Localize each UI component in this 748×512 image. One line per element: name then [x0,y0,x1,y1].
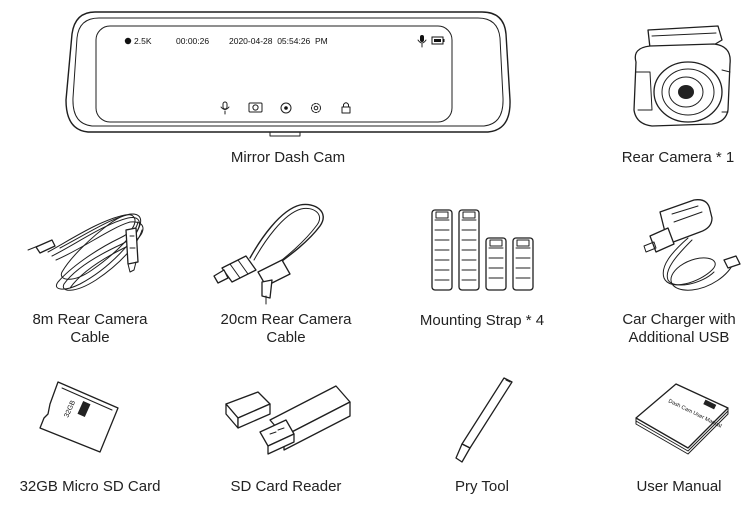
datetime-text: 2020-04-28 05:54:26 PM [229,36,328,46]
20cm-cable-label: 20cm Rear Camera Cable [220,311,352,346]
camera-icon [248,102,263,113]
8m-cable-label: 8m Rear Camera Cable [32,311,148,346]
mic-button-icon [220,101,230,115]
mounting-strap-label: Mounting Strap * 4 [419,312,545,329]
microphone-icon [417,35,427,48]
manual-print: Dash Cam User Manual [667,398,722,429]
sd-card-reader-label: SD Card Reader [230,478,342,495]
resolution-text: 2.5K [134,36,152,46]
user-manual-label: User Manual [636,478,722,495]
mirror-dash-cam-label: Mirror Dash Cam [230,149,346,166]
record-icon [280,102,292,114]
timer-text: 00:00:26 [176,36,209,46]
lock-icon [341,102,351,114]
settings-icon [311,103,321,113]
car-charger-label: Car Charger with Additional USB [622,311,736,346]
pry-tool-label: Pry Tool [455,478,509,495]
rear-camera-label: Rear Camera * 1 [621,149,735,166]
sd-card-print: 32GB [63,399,77,419]
battery-icon [431,36,445,45]
micro-sd-card-label: 32GB Micro SD Card [19,478,161,495]
